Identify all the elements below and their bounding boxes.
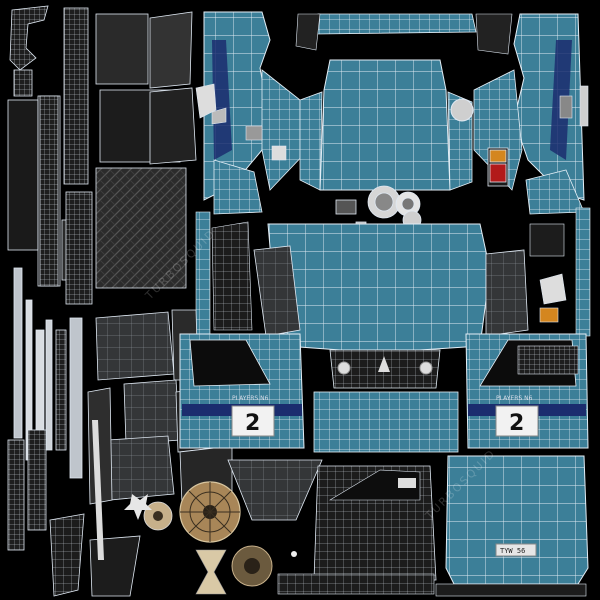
headlight-right: [419, 361, 433, 375]
wheel-cap-small: [450, 98, 474, 122]
left-inner-panel: [211, 221, 253, 331]
roof-trim: [295, 13, 321, 51]
door-number-left: 2: [245, 411, 260, 436]
rear-bumper-strip: [277, 573, 435, 595]
rod-bottom: [92, 420, 104, 560]
small-parts-cluster: [195, 83, 287, 161]
door-handle-small: [398, 478, 416, 488]
rocker-panel-mid: [313, 391, 459, 453]
bolt-dot: [291, 551, 297, 557]
front-nose-panel: [267, 223, 491, 351]
panel-strip-dark: [65, 191, 93, 305]
spool-part: [195, 549, 227, 595]
right-wheel-arch: [473, 69, 523, 191]
wheel-rim-large: [179, 481, 241, 543]
mid-left-arch: [253, 245, 301, 337]
bottom-door-window: [328, 469, 421, 501]
badge-icon: [378, 356, 390, 372]
door-number-right: 2: [509, 411, 524, 436]
roof-trim-right: [475, 13, 513, 55]
panel-strip-grid: [63, 7, 89, 185]
door-sponsor-right: PLAYERS N6: [496, 395, 533, 402]
hood-roof-panel: [319, 59, 451, 191]
roof-header-panel: [315, 13, 477, 35]
vent-right: [517, 345, 579, 375]
floor-pan-panels: [95, 11, 197, 289]
right-small-parts: [529, 85, 589, 323]
tail-light: [487, 147, 509, 187]
cowl-left: [299, 91, 323, 191]
door-number-panel-right: [495, 405, 539, 437]
rear-trim-bottom: [435, 583, 587, 597]
left-fender-lower: [213, 159, 263, 215]
funnel-part: [227, 459, 323, 521]
pillar-right: [575, 207, 591, 337]
door-number-panel-left: [231, 405, 275, 437]
mid-right-arch: [485, 249, 529, 337]
bolt-star: [124, 494, 152, 520]
rear-plate-text: TYW 56: [500, 547, 525, 555]
fender-stripe-left: [212, 40, 232, 160]
rear-plate-frame: [495, 543, 537, 557]
left-door: PLAYERS N6 2: [179, 333, 305, 449]
wheel-hub-bottom: [231, 545, 273, 587]
headlight-left: [337, 361, 351, 375]
door-sponsor-left: PLAYERS N6: [232, 395, 269, 402]
